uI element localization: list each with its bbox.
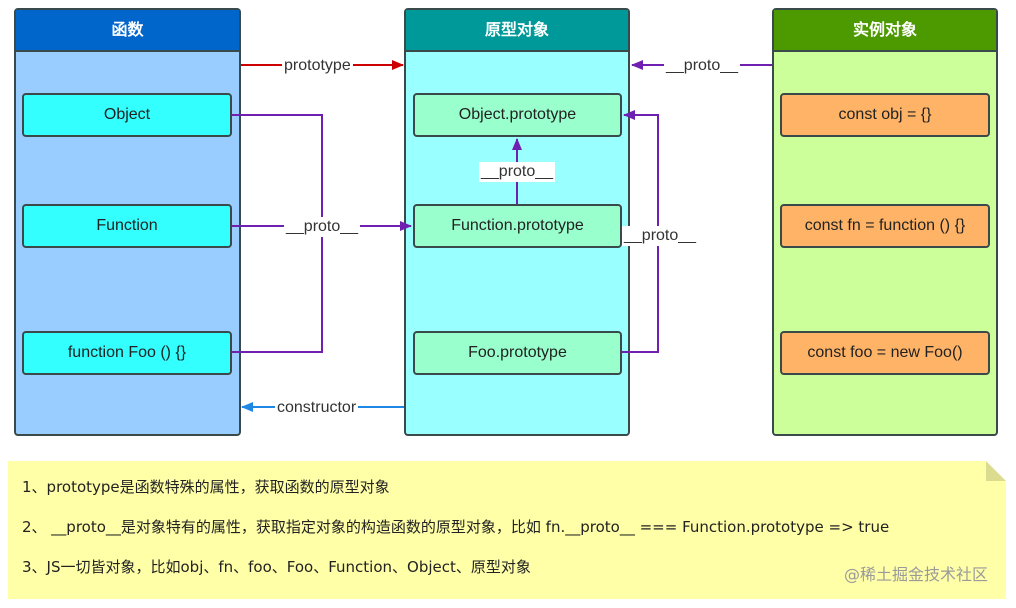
arrows-layer (232, 60, 772, 412)
fn-instance-box: const fn = function () {} (780, 204, 990, 248)
watermark: @稀土掘金技术社区 (843, 565, 988, 584)
instances-column-title: 实例对象 (774, 10, 996, 52)
function-prototype-proto-label: __proto__ (479, 162, 556, 182)
note-fold-shadow (986, 461, 1006, 481)
function-function-box: Function (22, 204, 232, 248)
foo-function-box: function Foo () {} (22, 331, 232, 375)
object-function-box: Object (22, 93, 232, 137)
instances-proto-label: __proto__ (664, 56, 741, 76)
foo-prototype-box: Foo.prototype (413, 331, 622, 375)
foo-prototype-proto-label: __proto__ (622, 226, 699, 246)
constructor-label: constructor (275, 398, 359, 418)
explanation-note: 1、prototype是函数特殊的属性，获取函数的原型对象 2、 __proto… (8, 461, 1006, 599)
foo-to-function-prototype-line (232, 226, 323, 353)
foo-instance-box: const foo = new Foo() (780, 331, 990, 375)
object-to-function-prototype-line (232, 114, 323, 226)
note-line-1: 1、prototype是函数特殊的属性，获取函数的原型对象 (22, 478, 390, 496)
note-line-3: 3、JS一切皆对象，比如obj、fn、foo、Foo、Function、Obje… (22, 558, 531, 576)
functions-column-title: 函数 (16, 10, 239, 52)
functions-proto-label: __proto__ (284, 217, 361, 237)
prototypes-column-title: 原型对象 (406, 10, 628, 52)
function-prototype-box: Function.prototype (413, 204, 622, 248)
note-line-2: 2、 __proto__是对象特有的属性，获取指定对象的构造函数的原型对象，比如… (22, 518, 890, 536)
object-prototype-box: Object.prototype (413, 93, 622, 137)
prototype-label: prototype (282, 56, 353, 76)
obj-instance-box: const obj = {} (780, 93, 990, 137)
